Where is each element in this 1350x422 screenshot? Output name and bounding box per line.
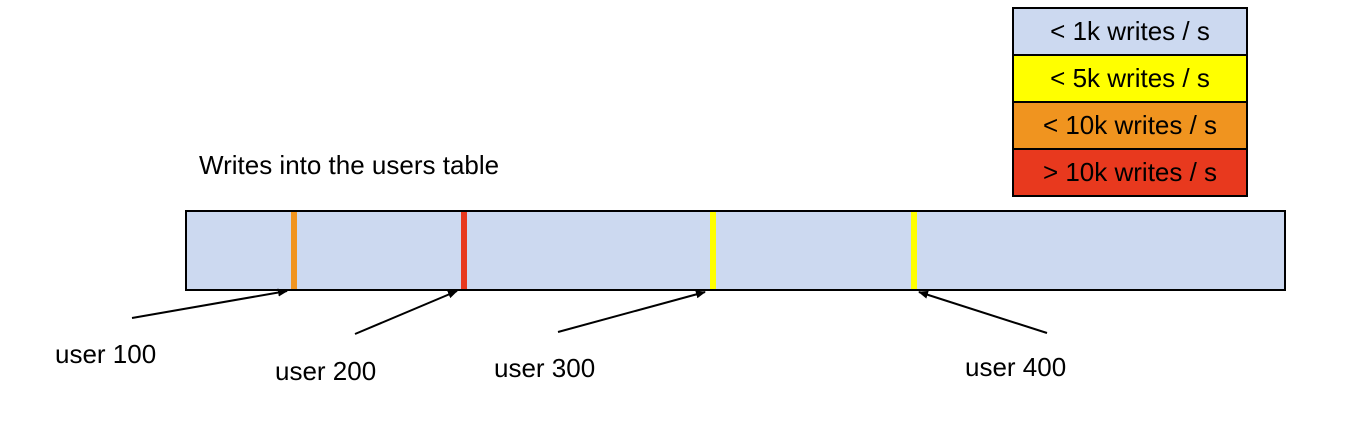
legend-item-label: < 10k writes / s <box>1042 110 1218 140</box>
arrow-user-400 <box>918 290 1048 334</box>
legend-item-lt-1k-writes: < 1k writes / s <box>1012 7 1248 56</box>
arrow-user-300 <box>557 290 706 333</box>
write-marker-user-100 <box>291 212 297 289</box>
arrow-user-100 <box>131 288 288 319</box>
label-user-100: user 100 <box>55 339 157 369</box>
write-marker-user-300 <box>710 212 716 289</box>
users-table-bar <box>185 210 1286 291</box>
label-user-200: user 200 <box>275 356 377 386</box>
diagram-title: Writes into the users table <box>199 150 500 180</box>
legend-item-label: < 1k writes / s <box>1050 16 1210 46</box>
arrow-user-200 <box>354 290 458 335</box>
label-user-300: user 300 <box>494 353 596 383</box>
legend-item-label: < 5k writes / s <box>1050 63 1210 93</box>
write-marker-user-400 <box>911 212 917 289</box>
legend: < 1k writes / s < 5k writes / s < 10k writ… <box>1012 7 1248 197</box>
legend-item-lt-5k-writes: < 5k writes / s <box>1012 54 1248 103</box>
legend-item-label: > 10k writes / s <box>1042 157 1218 187</box>
legend-item-gt-10k-writes: > 10k writes / s <box>1012 148 1248 197</box>
label-user-400: user 400 <box>965 352 1067 382</box>
legend-item-lt-10k-writes: < 10k writes / s <box>1012 101 1248 150</box>
write-marker-user-200 <box>461 212 467 289</box>
